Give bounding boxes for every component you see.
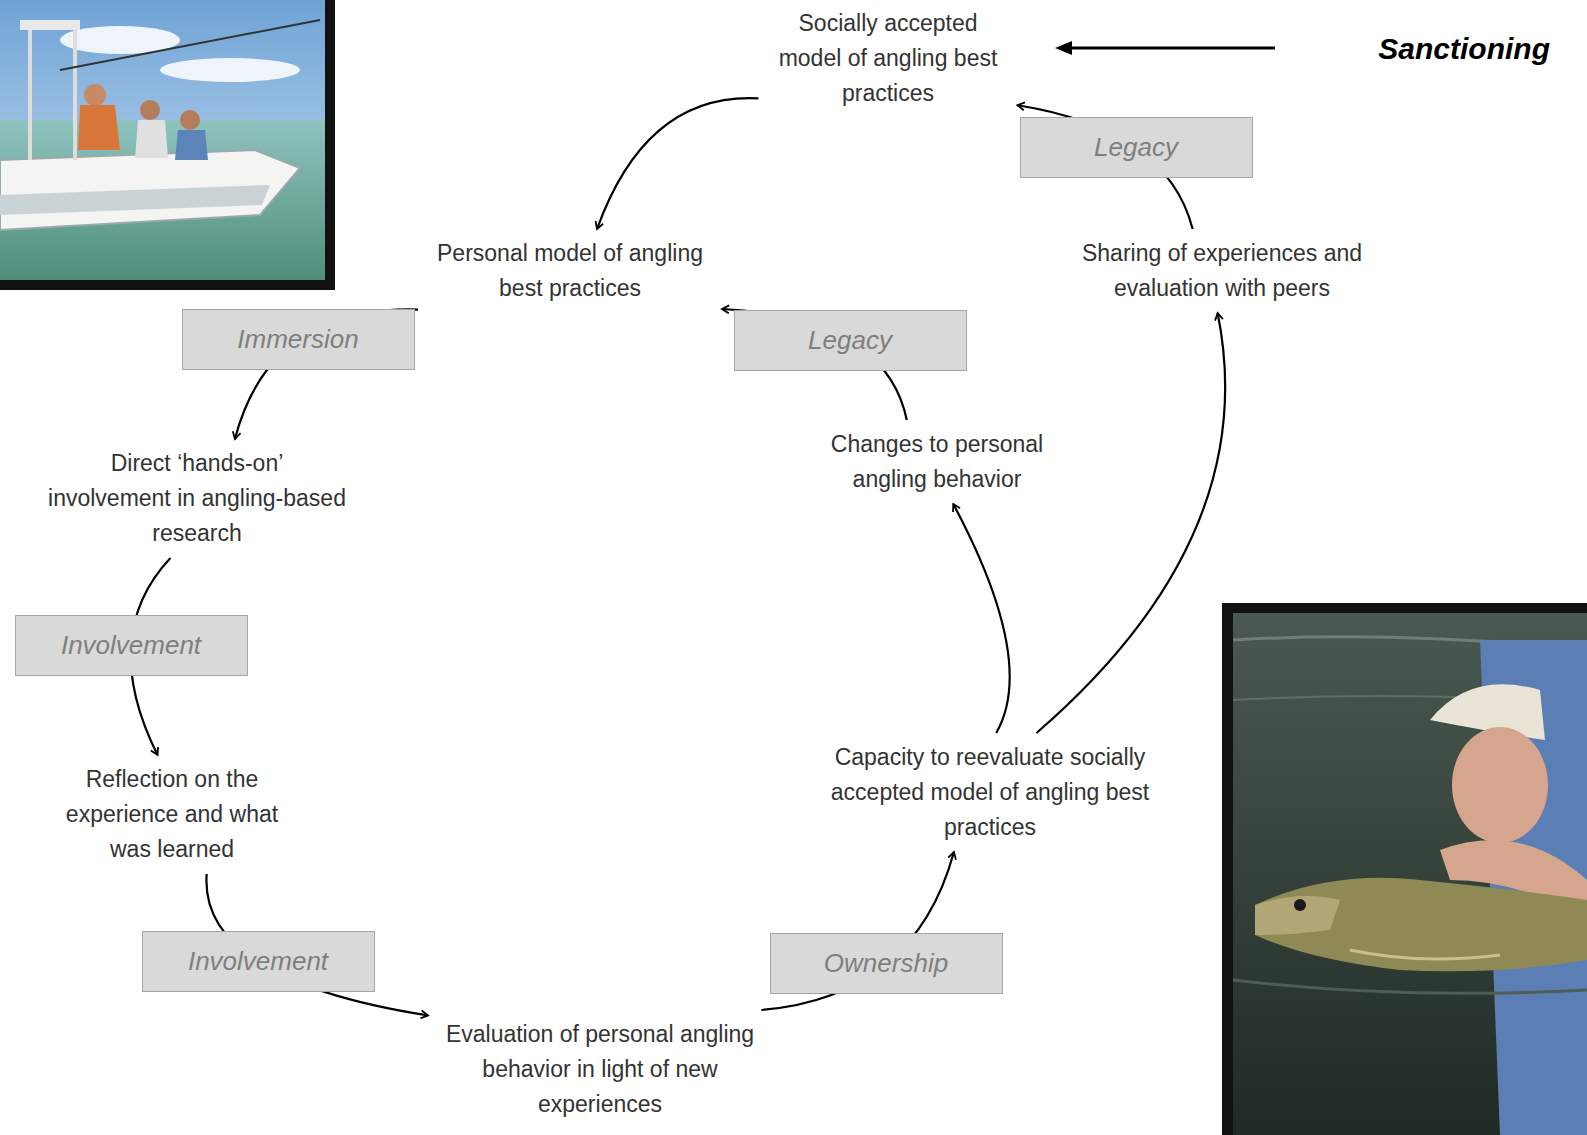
statement-text: Reflection on the experience and what wa…: [47, 762, 297, 867]
statement-text: Changes to personal angling behavior: [822, 427, 1052, 497]
statement-node: Changes to personal angling behavior: [822, 427, 1052, 497]
flow-arrow: [597, 98, 758, 229]
statement-node: Evaluation of personal angling behavior …: [435, 1017, 765, 1122]
statement-node: Reflection on the experience and what wa…: [47, 762, 297, 867]
stage-box: Immersion: [182, 309, 415, 370]
stage-label: Legacy: [1094, 132, 1178, 163]
stage-box: Involvement: [142, 931, 375, 992]
statement-text: Evaluation of personal angling behavior …: [435, 1017, 765, 1122]
callout-label: Sanctioning: [1378, 32, 1550, 66]
sanctioning-arrow: [1055, 41, 1275, 55]
stage-box: Involvement: [15, 615, 248, 676]
stage-box: Legacy: [734, 310, 967, 371]
flow-arrow: [1036, 313, 1225, 733]
flow-arrow: [953, 504, 1009, 733]
stage-label: Involvement: [61, 630, 201, 661]
stage-label: Legacy: [808, 325, 892, 356]
stage-label: Involvement: [188, 946, 328, 977]
statement-text: Socially accepted model of angling best …: [766, 6, 1011, 111]
statement-node: Socially accepted model of angling best …: [766, 6, 1011, 111]
statement-text: Sharing of experiences and evaluation wi…: [1042, 236, 1402, 306]
stage-label: Ownership: [824, 948, 948, 979]
boat-photo: [0, 0, 335, 290]
statement-node: Capacity to reevaluate socially accepted…: [820, 740, 1160, 845]
statement-text: Personal model of angling best practices: [425, 236, 715, 306]
statement-text: Direct ‘hands-on’ involvement in angling…: [47, 446, 347, 551]
fish-photo: [1222, 603, 1587, 1135]
stage-label: Immersion: [237, 324, 358, 355]
statement-node: Personal model of angling best practices: [425, 236, 715, 306]
statement-node: Direct ‘hands-on’ involvement in angling…: [47, 446, 347, 551]
statement-node: Sharing of experiences and evaluation wi…: [1042, 236, 1402, 306]
stage-box: Legacy: [1020, 117, 1253, 178]
stage-box: Ownership: [770, 933, 1003, 994]
statement-text: Capacity to reevaluate socially accepted…: [820, 740, 1160, 845]
